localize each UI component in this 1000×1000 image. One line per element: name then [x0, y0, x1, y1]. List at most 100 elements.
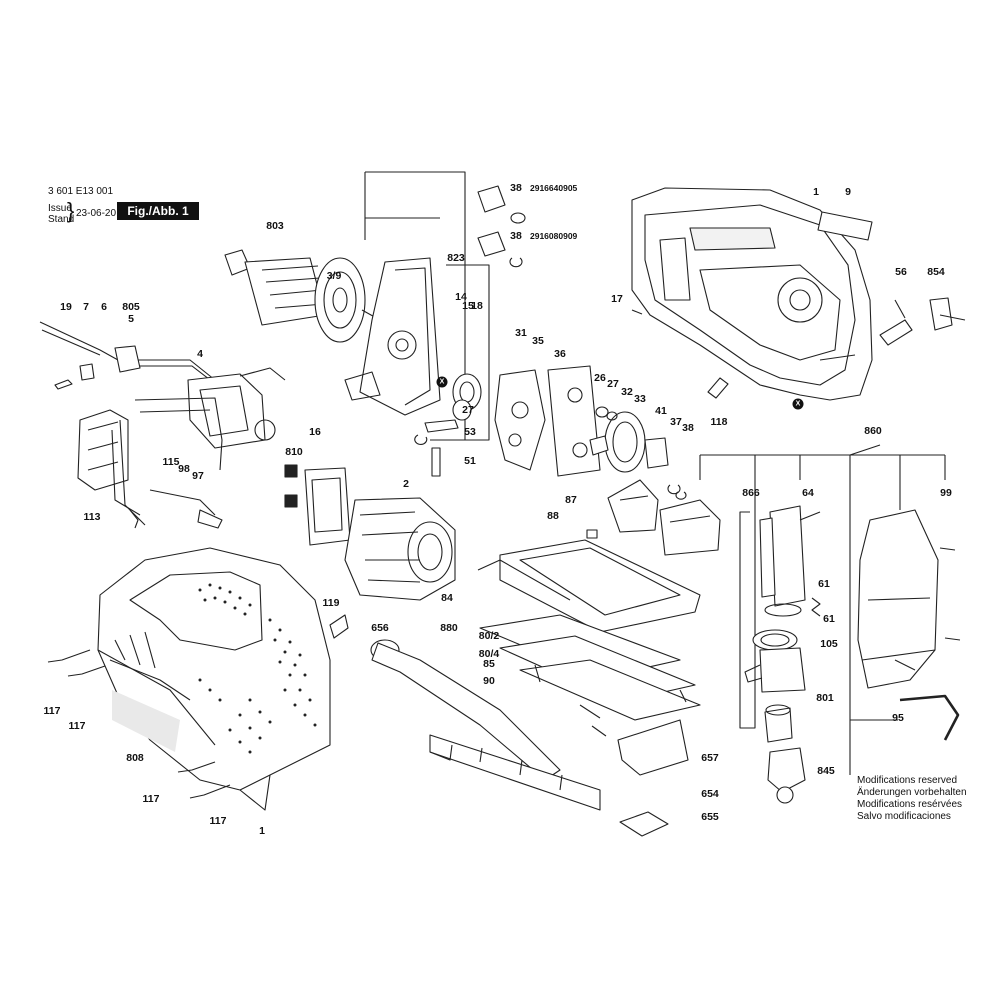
x-marker-left: X	[436, 376, 448, 388]
issue-date: 23-06-20	[76, 208, 117, 219]
callout-117c: 117	[142, 793, 160, 805]
bracket-frame	[365, 171, 466, 440]
note-de: Änderungen vorbehalten	[857, 787, 967, 798]
callout-2: 2	[403, 478, 409, 490]
callout-115: 115	[162, 456, 180, 468]
callout-38c: 38	[682, 422, 694, 434]
callout-810: 810	[285, 446, 303, 458]
issue-label: Issue	[48, 203, 72, 214]
roller-845	[767, 747, 806, 804]
callout-6: 6	[101, 301, 107, 313]
counterweight	[659, 499, 721, 556]
callout-845: 845	[817, 765, 835, 777]
allen-key-84	[477, 559, 571, 601]
switch-4	[187, 367, 286, 449]
part-number-38b: 2916080909	[530, 231, 578, 241]
modifications-note: Modifications reserved Änderungen vorbeh…	[857, 775, 967, 823]
callout-38b: 38	[510, 230, 522, 242]
note-fr: Modifications resérvées	[857, 799, 963, 810]
spring-61	[811, 597, 821, 617]
part-657	[617, 719, 689, 776]
callout-61b: 61	[823, 613, 835, 625]
callout-56: 56	[895, 266, 907, 278]
callout-105: 105	[820, 638, 838, 650]
callout-119: 119	[322, 597, 340, 609]
screws-117	[47, 649, 231, 799]
pins-53-51	[414, 419, 459, 477]
callout-803: 803	[266, 220, 284, 232]
label-808	[112, 690, 180, 752]
plunger-866	[759, 505, 821, 617]
x-marker-right: X	[792, 398, 804, 410]
lever-56	[879, 299, 913, 346]
screws-bottom	[579, 704, 607, 737]
bearing-14-15	[452, 373, 482, 421]
brace-glyph: }	[67, 198, 75, 223]
callout-84: 84	[441, 592, 453, 604]
callout-113: 113	[83, 511, 101, 523]
callout-17: 17	[611, 293, 623, 305]
callout-823: 823	[447, 252, 465, 264]
callout-860: 860	[864, 425, 882, 437]
callout-654: 654	[701, 788, 719, 800]
nose-cover-99	[857, 509, 961, 689]
callout-41: 41	[655, 405, 667, 417]
mains-cord	[39, 321, 219, 390]
callout-3-9: 3/9	[326, 270, 342, 282]
callout-655: 655	[701, 811, 719, 823]
callout-657: 657	[701, 752, 719, 764]
armature-803	[224, 249, 381, 343]
note-en: Modifications reserved	[857, 775, 958, 786]
callout-97: 97	[192, 470, 204, 482]
field-coil-2	[344, 497, 456, 601]
callout-90: 90	[483, 675, 495, 687]
callout-808: 808	[126, 752, 144, 764]
callout-854: 854	[927, 266, 945, 278]
callout-33: 33	[634, 393, 646, 405]
part-118	[707, 377, 729, 399]
stand-label: Stand	[48, 214, 75, 225]
callout-85: 85	[483, 658, 495, 670]
callout-53: 53	[464, 426, 476, 438]
callout-15: 15	[462, 300, 474, 312]
callout-16: 16	[309, 426, 321, 438]
callout-64: 64	[802, 487, 814, 499]
callout-27b: 27	[462, 404, 474, 416]
callout-88: 88	[547, 510, 559, 522]
callout-9: 9	[845, 186, 851, 198]
callout-36: 36	[554, 348, 566, 360]
callout-866: 866	[742, 487, 760, 499]
callout-805: 805	[122, 301, 140, 313]
callout-4: 4	[197, 348, 203, 360]
blade-holder	[764, 704, 793, 743]
motor-bracket-823	[344, 257, 441, 416]
clamp-801	[744, 647, 806, 693]
callout-31: 31	[515, 327, 527, 339]
gear-33-41	[589, 406, 687, 500]
callout-117a: 117	[43, 705, 61, 717]
callout-37: 37	[670, 416, 682, 428]
callout-51: 51	[464, 455, 476, 467]
callout-801: 801	[816, 692, 834, 704]
callout-5: 5	[128, 313, 134, 325]
brush-holder-16	[284, 464, 351, 546]
callout-118: 118	[710, 416, 728, 428]
knob-854	[929, 297, 966, 331]
pins-38	[477, 185, 526, 268]
part-119	[329, 614, 349, 639]
callout-26: 26	[594, 372, 606, 384]
callout-14: 14	[455, 291, 467, 303]
callout-80-4: 80/4	[478, 648, 500, 660]
callout-80-2: 80/2	[478, 630, 500, 642]
callout-117d: 117	[209, 815, 227, 827]
cover-654	[429, 734, 601, 811]
wire-guard-95	[899, 694, 960, 741]
note-es: Salvo modificaciones	[857, 811, 951, 822]
plate-36	[547, 365, 601, 477]
gear-plate-31-35	[494, 369, 546, 471]
document-number: 3 601 E13 001	[48, 186, 114, 197]
callout-98: 98	[178, 463, 190, 475]
base-plate-880	[499, 529, 701, 633]
callout-880: 880	[440, 622, 458, 634]
callout-656: 656	[371, 622, 389, 634]
